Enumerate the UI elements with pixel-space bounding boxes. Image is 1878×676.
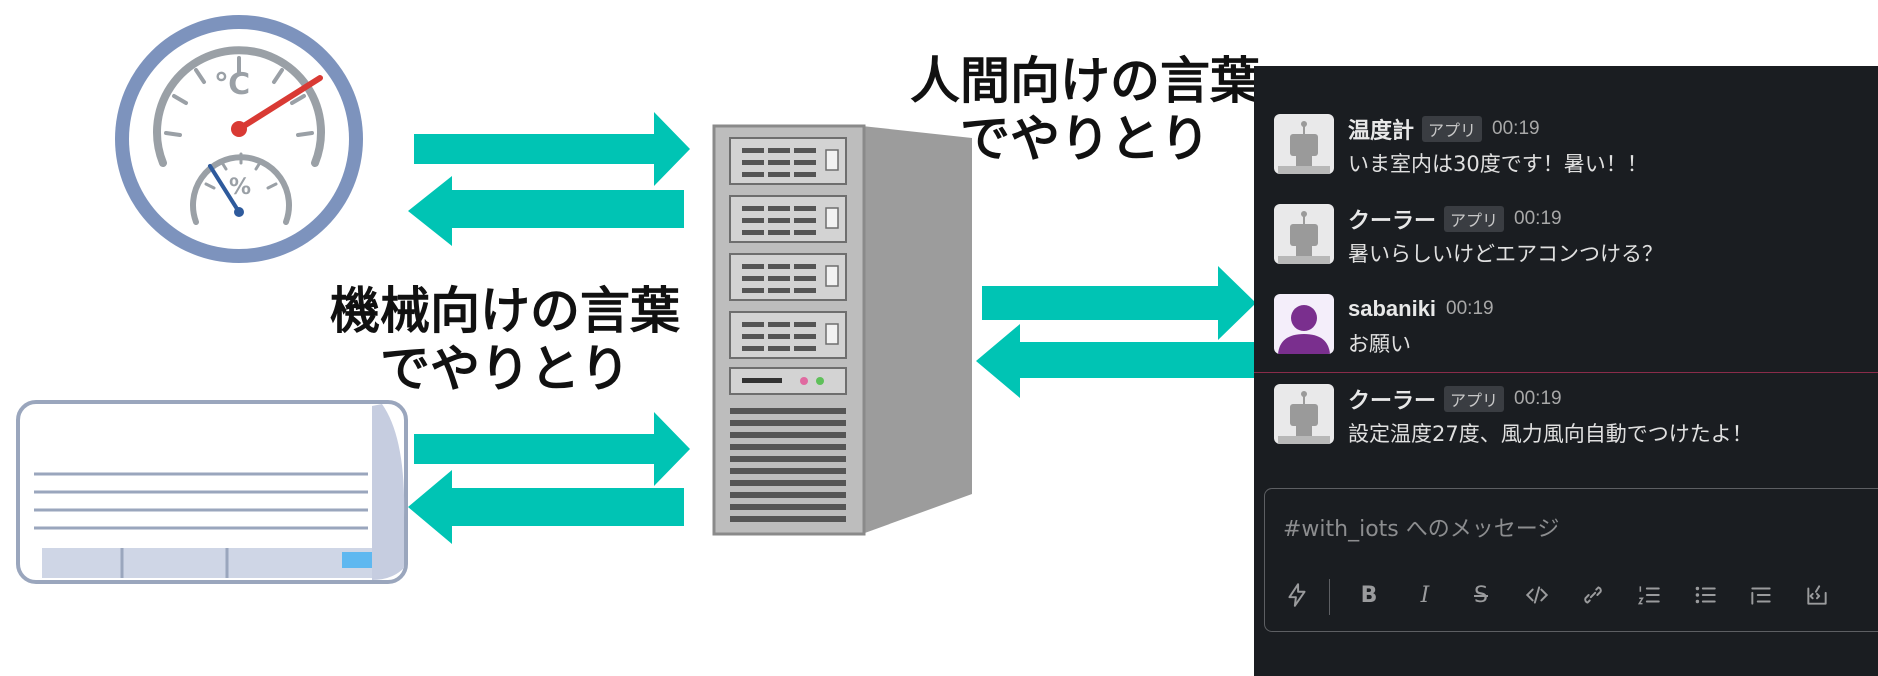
user-avatar[interactable]: [1274, 294, 1334, 354]
code-icon[interactable]: [1517, 575, 1557, 615]
ordered-list-icon[interactable]: [1629, 575, 1669, 615]
human-caption-line2: でやりとり: [960, 110, 1210, 168]
strikethrough-icon[interactable]: S: [1474, 582, 1488, 608]
message-header: 温度計 アプリ 00:19: [1348, 114, 1540, 144]
code-block-icon[interactable]: [1797, 575, 1837, 615]
celsius-symbol: ℃: [214, 67, 250, 102]
human-language-caption: 人間向けの言葉 でやりとり: [910, 52, 1260, 168]
robot-icon: [1278, 121, 1330, 174]
machine-language-caption: 機械向けの言葉 でやりとり: [330, 282, 680, 398]
message-header: sabaniki 00:19: [1348, 294, 1494, 324]
air-conditioner-icon: [16, 400, 408, 584]
timestamp[interactable]: 00:19: [1446, 298, 1494, 319]
human-caption-line1: 人間向けの言葉: [910, 52, 1260, 110]
arrow-to-server-from-aircon: [414, 412, 690, 486]
new-messages-divider: [1254, 372, 1878, 373]
message-input[interactable]: #with_iots へのメッセージ: [1283, 517, 1560, 542]
formatting-toolbar: B I S: [1265, 565, 1878, 625]
sender-name[interactable]: 温度計: [1348, 118, 1415, 143]
message-header: クーラー アプリ 00:19: [1348, 384, 1562, 414]
bot-avatar[interactable]: [1274, 204, 1334, 264]
arrow-to-thermometer-from-server: [408, 176, 684, 246]
message-text: お願い: [1348, 332, 1411, 356]
user-icon: [1278, 305, 1330, 354]
sender-name[interactable]: sabaniki: [1348, 296, 1437, 321]
arrow-to-server-from-thermometer: [414, 112, 690, 186]
arrow-to-slack-from-server: [982, 266, 1256, 340]
message-text: いま室内は30度です！暑い！！: [1348, 152, 1648, 176]
server-icon: [712, 124, 972, 536]
message-text: 設定温度27度、風力風向自動でつけたよ！: [1348, 422, 1753, 446]
app-badge: アプリ: [1422, 116, 1483, 142]
slack-channel-panel: 温度計 アプリ 00:19 いま室内は30度です！暑い！！ クーラー アプリ 0…: [1254, 66, 1878, 676]
app-badge: アプリ: [1444, 206, 1505, 232]
machine-caption-line2: でやりとり: [380, 340, 630, 398]
app-badge: アプリ: [1444, 386, 1505, 412]
message-header: クーラー アプリ 00:19: [1348, 204, 1562, 234]
bot-avatar[interactable]: [1274, 384, 1334, 444]
sender-name[interactable]: クーラー: [1348, 208, 1437, 233]
timestamp[interactable]: 00:19: [1492, 118, 1540, 139]
sender-name[interactable]: クーラー: [1348, 388, 1437, 413]
arrow-to-aircon-from-server: [408, 470, 684, 544]
message-text: 暑いらしいけどエアコンつける？: [1348, 242, 1663, 266]
timestamp[interactable]: 00:19: [1514, 388, 1562, 409]
arrow-to-server-from-slack: [976, 324, 1256, 398]
bold-icon[interactable]: B: [1360, 582, 1378, 608]
link-icon[interactable]: [1573, 575, 1613, 615]
blockquote-icon[interactable]: [1741, 575, 1781, 615]
machine-caption-line1: 機械向けの言葉: [330, 282, 680, 340]
robot-icon: [1278, 391, 1330, 444]
thermometer-icon: ℃ %: [115, 15, 363, 263]
humidity-symbol: %: [229, 175, 251, 200]
message-composer: #with_iots へのメッセージ B I S: [1264, 488, 1878, 632]
shortcuts-icon[interactable]: [1277, 575, 1317, 615]
timestamp[interactable]: 00:19: [1514, 208, 1562, 229]
italic-icon[interactable]: I: [1420, 582, 1430, 608]
robot-icon: [1278, 211, 1330, 264]
bulleted-list-icon[interactable]: [1685, 575, 1725, 615]
toolbar-separator: [1329, 579, 1330, 615]
bot-avatar[interactable]: [1274, 114, 1334, 174]
